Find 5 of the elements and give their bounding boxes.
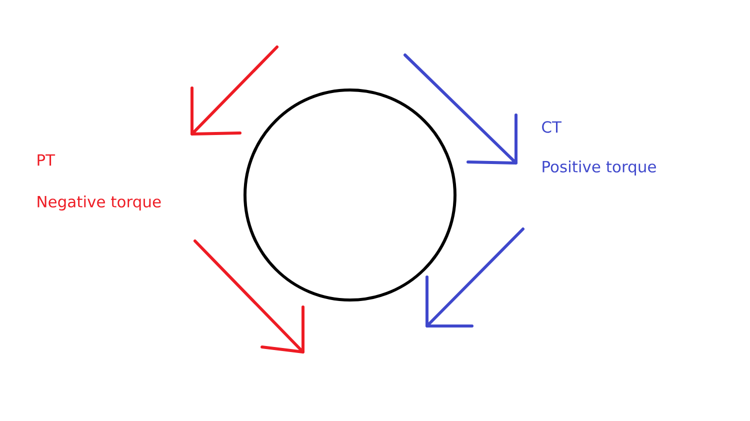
torque-label: Positive torque (542, 160, 656, 176)
circle (244, 88, 456, 302)
torque-label: PT (38, 154, 56, 166)
torque-label: Negative torque (38, 196, 161, 210)
torque-label: CT (542, 121, 562, 133)
